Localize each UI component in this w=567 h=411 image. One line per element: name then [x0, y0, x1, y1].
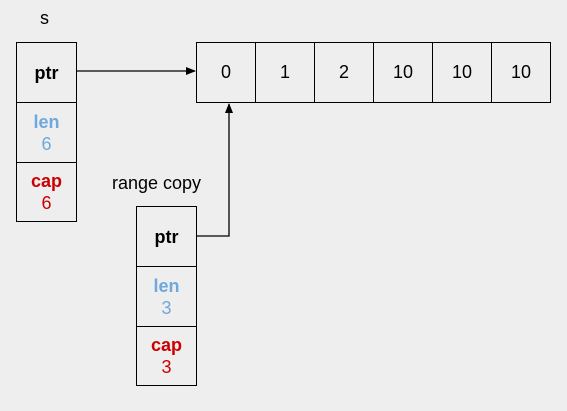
- slice-s-cap-value: 6: [41, 193, 52, 213]
- slice-s-cap-cell: cap 6: [16, 162, 77, 222]
- array-element-5: 10: [491, 42, 551, 103]
- range-copy-cap-cell: cap 3: [136, 326, 197, 386]
- range-copy-len-cell: len 3: [136, 266, 197, 327]
- array-element-1: 1: [255, 42, 315, 103]
- slice-s-label: s: [40, 8, 49, 28]
- slice-s-len-value: 6: [41, 134, 52, 154]
- slice-s-len-cell: len 6: [16, 102, 77, 163]
- array-element-4: 10: [432, 42, 492, 103]
- range-copy-len-value: 3: [161, 298, 172, 318]
- range-copy-ptr-arrow: [197, 103, 233, 237]
- slice-s-len-label: len: [33, 112, 60, 132]
- slice-s-ptr-label: ptr: [34, 63, 59, 83]
- range-copy-len-label: len: [153, 276, 180, 296]
- slice-s-ptr-cell: ptr: [16, 42, 77, 103]
- array-element-3: 10: [373, 42, 433, 103]
- array-element-0: 0: [196, 42, 256, 103]
- array-element-2: 2: [314, 42, 374, 103]
- range-copy-cap-value: 3: [161, 357, 172, 377]
- range-copy-ptr-cell: ptr: [136, 206, 197, 267]
- slice-s-cap-label: cap: [30, 171, 63, 191]
- range-copy-cap-label: cap: [150, 335, 183, 355]
- range-copy-label: range copy: [112, 173, 202, 193]
- range-copy-ptr-label: ptr: [154, 227, 179, 247]
